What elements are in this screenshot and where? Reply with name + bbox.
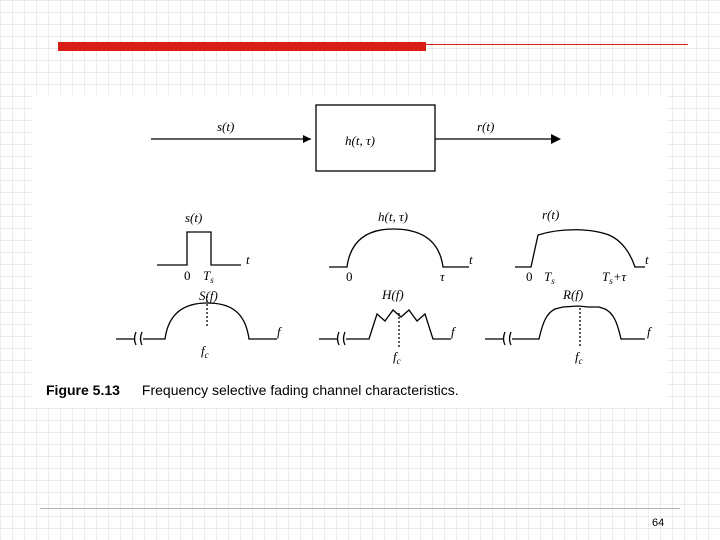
- page-number: 64: [652, 517, 665, 529]
- hf-f-axis: f: [451, 324, 457, 339]
- channel-block: [315, 104, 436, 172]
- figure-5-13: s(t) h(t, τ) r(t) s(t) t 0 Ts S(f) f fc …: [33, 95, 667, 408]
- rt-title: r(t): [542, 207, 559, 222]
- ht-zero: 0: [346, 269, 353, 284]
- st-pulse: [157, 231, 241, 266]
- caption-text: Frequency selective fading channel chara…: [141, 382, 459, 398]
- hf-fc: fc: [393, 349, 401, 366]
- st-title: s(t): [185, 210, 202, 225]
- st-t-axis: t: [246, 252, 250, 267]
- st-zero: 0: [184, 268, 191, 283]
- rt-waveform: [515, 229, 645, 268]
- rf-f-axis: f: [647, 324, 653, 339]
- sf-fc: fc: [201, 343, 209, 360]
- ht-t-axis: t: [469, 252, 473, 267]
- rt-ts-tau: Ts+τ: [602, 269, 628, 286]
- figure-caption: Figure 5.13 Frequency selective fading ch…: [46, 382, 459, 398]
- sf-title: S(f): [199, 288, 218, 303]
- rf-fc: fc: [575, 349, 583, 366]
- rt-spectrum: [512, 305, 645, 340]
- st-spectrum: [143, 302, 277, 340]
- footer-divider: [40, 508, 680, 509]
- rt-axis-break: [502, 331, 512, 346]
- ht-title: h(t, τ): [378, 209, 408, 224]
- rt-zero: 0: [526, 269, 533, 284]
- ht-spectrum: [346, 309, 451, 340]
- caption-number: Figure 5.13: [46, 382, 120, 398]
- st-axis-break: [133, 331, 143, 346]
- ht-tau: τ: [440, 269, 446, 284]
- ht-response: [329, 228, 469, 268]
- st-ts: Ts: [203, 268, 214, 285]
- rt-ts: Ts: [544, 269, 555, 286]
- input-label: s(t): [217, 119, 234, 134]
- sf-f-axis: f: [277, 324, 283, 339]
- title-accent-bar: [58, 42, 426, 51]
- hf-title: H(f): [381, 287, 404, 302]
- rt-t-axis: t: [645, 252, 649, 267]
- title-accent-line: [426, 44, 688, 45]
- rf-title: R(f): [562, 287, 583, 302]
- block-label: h(t, τ): [345, 133, 375, 148]
- output-label: r(t): [477, 119, 494, 134]
- ht-axis-break: [336, 331, 346, 346]
- channel-diagram: s(t) h(t, τ) r(t) s(t) t 0 Ts S(f) f fc …: [116, 104, 653, 366]
